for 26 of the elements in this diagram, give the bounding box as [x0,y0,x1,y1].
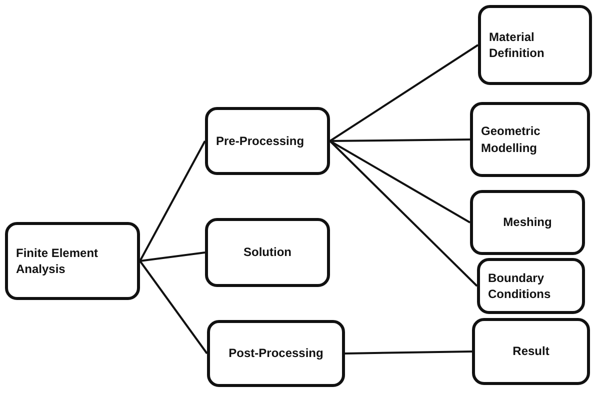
connector-line [139,140,206,262]
node-label: Meshing [503,214,552,231]
node-label: Boundary Conditions [488,270,552,302]
node-label: Solution [244,244,292,261]
connector-line [330,138,470,142]
node-label: Result [512,343,550,360]
process-box [472,318,590,385]
node-label: Pre-Processing [216,132,304,150]
process-box [478,5,592,85]
process-box [470,190,585,255]
connector-line [344,350,472,354]
connector-line [140,252,206,262]
connector-line [329,140,478,287]
process-box [207,320,345,387]
connector-line [329,44,479,142]
node-label: Geometric Modelling [481,123,542,156]
node-label: Post-Processing [228,345,324,362]
process-box [5,222,140,300]
node-label: Finite Element Analysis [16,244,100,278]
node-label: Material Definition [489,28,546,62]
connector-line [139,260,208,354]
process-box [470,102,590,177]
process-box [205,218,330,287]
process-box [477,258,585,314]
process-box [205,107,330,175]
connector-line [330,140,470,224]
